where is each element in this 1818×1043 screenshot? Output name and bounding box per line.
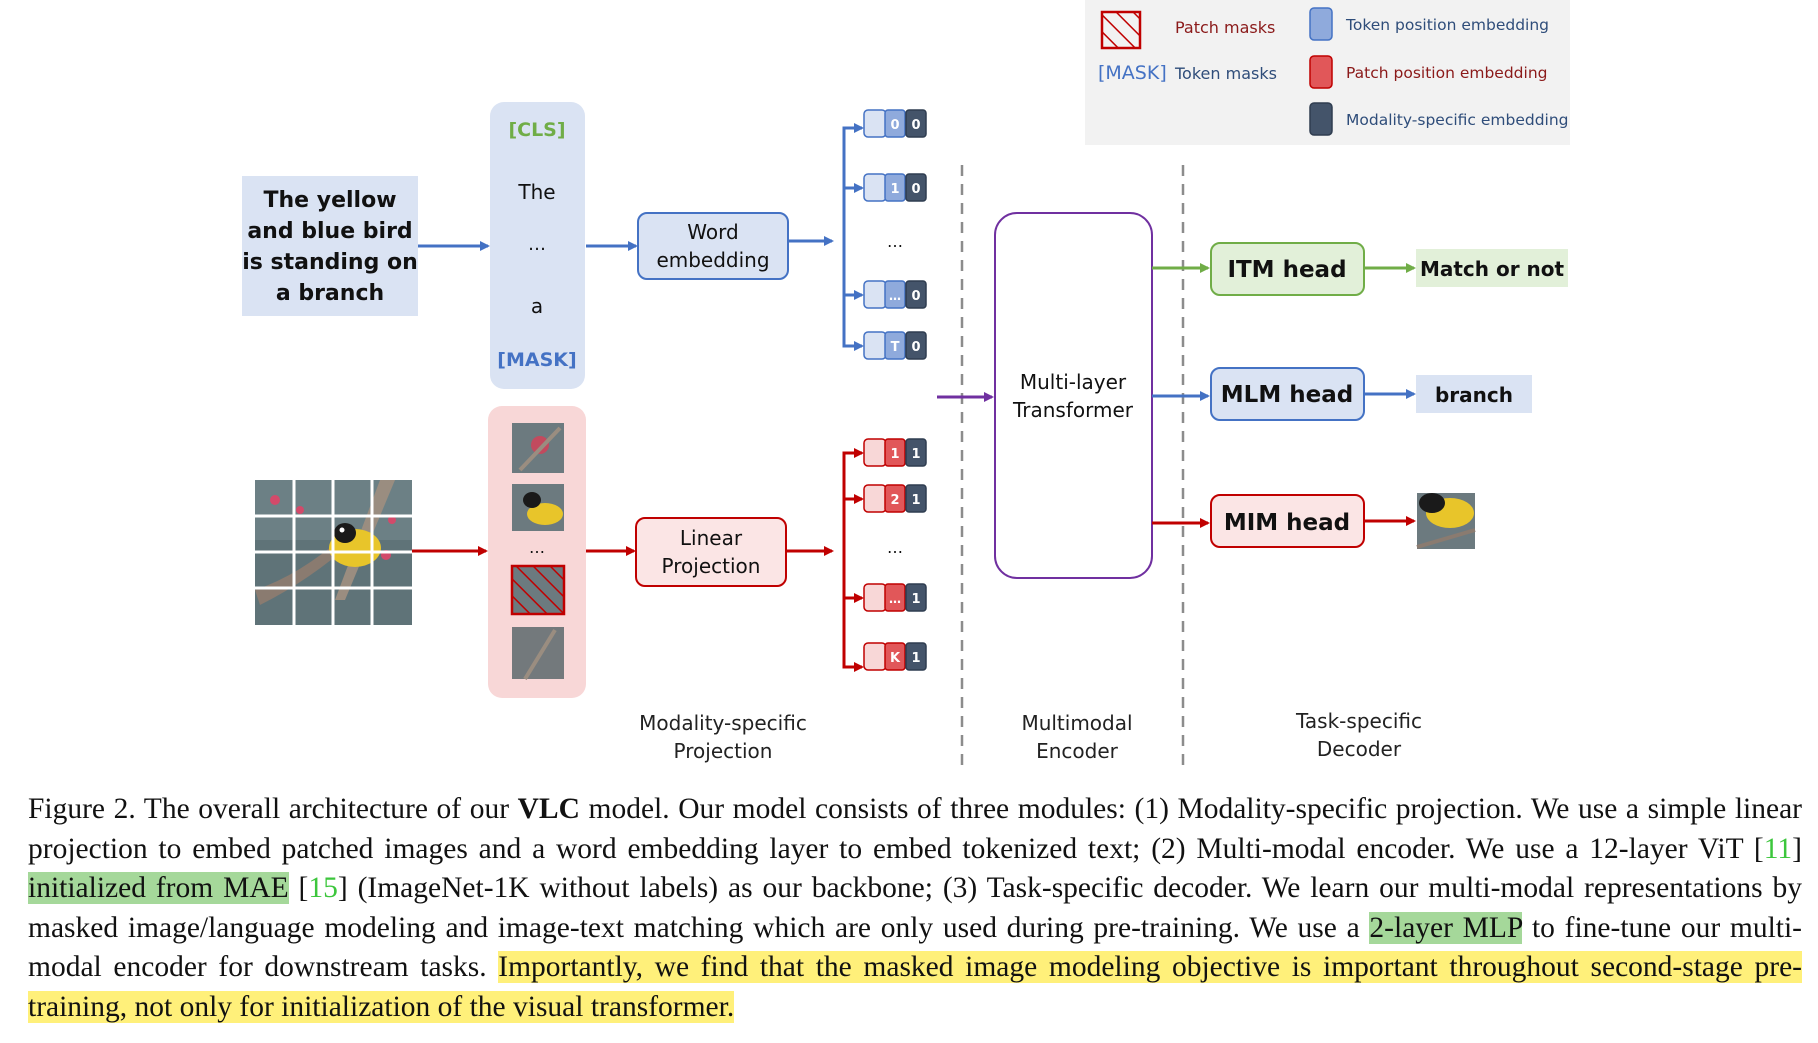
section-label-encoder: Multimodal [1021,711,1132,735]
word-embedding-label: Word [687,220,738,244]
caption-text: ] [1792,832,1802,865]
mlm-output: branch [1435,383,1513,407]
section-label-encoder: Encoder [1036,739,1119,763]
head-arrows [1152,263,1416,528]
token-column [490,102,585,389]
image-mod-label: 1 [911,447,920,462]
section-dividers [960,165,1185,765]
token-ellipsis: … [528,234,546,255]
mim-output-patch [1416,493,1476,549]
itm-output-box [1416,249,1568,287]
transformer-label: Multi-layer [1020,370,1127,394]
itm-head-box [1210,242,1365,296]
token-a: a [531,294,543,318]
caption-text: to fine-tune our multi-modal encoder for… [28,911,1803,984]
text-pos-label: … [889,289,901,303]
text-mod-label: 0 [911,182,920,197]
image-pos-label: … [889,592,901,606]
caption-highlight-mae: initialized from MAE [28,872,289,904]
image-mod-label: 1 [911,651,920,666]
patch-2 [512,484,564,531]
text-mod-label: 0 [911,118,920,133]
itm-output: Match or not [1420,257,1565,281]
mim-head-box [1210,494,1365,548]
patch-pos-swatch [1309,55,1333,89]
token-cls: [CLS] [508,119,565,141]
patch-ellipsis: … [529,538,545,557]
image-pos-label: 1 [890,447,899,462]
caption-ref-11[interactable]: 11 [1763,832,1793,865]
legend-patch-pos: Patch position embedding [1346,64,1547,82]
caption-text: model. Our model consists of three modul… [28,793,1802,865]
patch-1 [512,423,564,473]
patch-4 [512,627,564,681]
input-text-box [242,176,418,316]
text-pos-label: T [891,340,900,355]
text-pos-label: 0 [890,118,899,133]
image-embed-ellipsis: … [887,538,903,557]
input-text-line: and blue bird [247,219,412,244]
linear-projection-label: Projection [662,554,761,578]
token-mask: [MASK] [497,349,576,371]
legend: Patch masks [MASK] Token masks Token pos… [1085,0,1570,145]
word-embedding-box [637,212,789,280]
caption-text: ] (ImageNet-1K without labels) as our ba… [28,872,1802,944]
image-pos-label: 2 [890,493,899,508]
text-arrows [418,123,864,351]
text-mod-label: 0 [911,289,920,304]
caption-vlc: VLC [517,793,580,825]
input-image [255,480,412,625]
input-text-line: a branch [276,281,384,306]
mim-head-label: MIM head [1224,510,1350,536]
patch-mask-icon [1100,10,1142,50]
linear-projection-label: Linear [680,526,743,550]
image-mod-label: 1 [911,592,920,607]
transformer-label: Transformer [1012,398,1134,422]
input-text-line: is standing on [242,250,418,275]
legend-token-pos: Token position embedding [1345,16,1549,34]
mlm-output-box [1416,375,1532,413]
image-arrows [412,448,864,672]
legend-token-masks: Token masks [1174,64,1277,83]
transformer-box [994,212,1153,579]
input-text-line: The yellow [263,188,396,213]
section-label-decoder: Task-specific [1295,709,1422,733]
word-embedding-label: embedding [656,248,769,272]
masked-patch [510,564,566,616]
token-the: The [517,180,555,204]
legend-mask-tag: [MASK] [1098,62,1167,84]
patch-column [488,406,586,698]
text-embeddings: 0 0 1 0 … … 0 T 0 [863,109,927,360]
figure-caption: Figure 2. The overall architecture of ou… [28,790,1802,1027]
caption-text: Figure 2. The overall architecture of ou… [28,793,518,825]
legend-modality: Modality-specific embedding [1346,111,1569,129]
mlm-head-label: MLM head [1221,382,1353,408]
image-embeddings: 1 1 2 1 … … 1 K 1 [863,438,927,671]
section-label-projection: Modality-specific [639,711,807,735]
itm-head-label: ITM head [1227,257,1346,283]
image-pos-label: K [890,651,901,666]
image-mod-label: 1 [911,493,920,508]
text-pos-label: 1 [890,182,899,197]
caption-text: [ [288,872,309,904]
caption-highlight-mlp: 2-layer MLP [1369,911,1523,944]
text-embed-ellipsis: … [887,232,903,251]
legend-patch-masks: Patch masks [1175,18,1275,37]
caption-ref-15[interactable]: 15 [308,872,338,904]
mlm-head-box [1210,367,1365,421]
section-label-decoder: Decoder [1317,737,1402,761]
text-mod-label: 0 [911,340,920,355]
token-pos-swatch [1309,7,1333,41]
section-label-projection: Projection [674,739,773,763]
modality-swatch [1309,102,1333,136]
